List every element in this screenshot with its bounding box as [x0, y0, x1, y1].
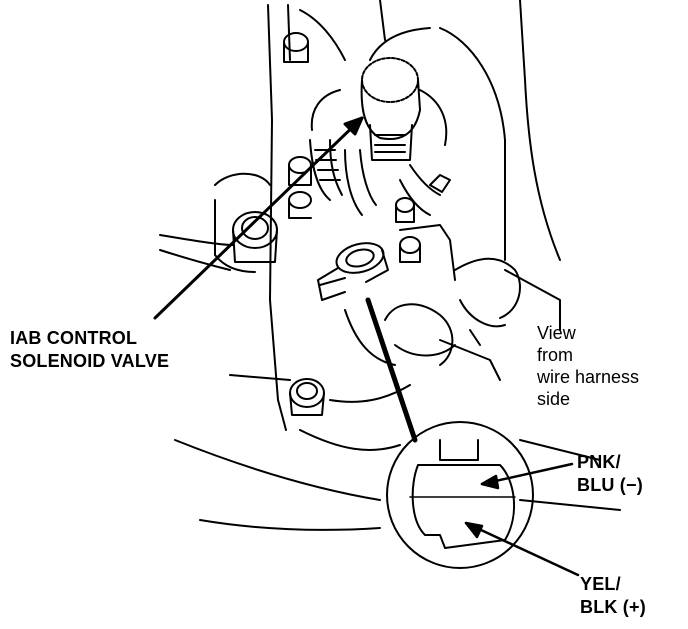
engine-outline-curves [159, 234, 621, 531]
terminal-neg-line1: PNK/ [577, 452, 621, 472]
solenoid-label-line1: IAB CONTROL [10, 328, 138, 348]
solenoid-valve-body [310, 57, 448, 161]
view-label-line4: side [537, 389, 571, 409]
pipe-right [399, 224, 561, 331]
bolt-large-left [214, 172, 278, 273]
solenoid-leader [153, 116, 364, 320]
terminal-view-circle [386, 421, 534, 569]
harness-connector [317, 242, 389, 301]
terminal-neg-label: PNK/ BLU (−) [577, 451, 643, 497]
bolt-mid-left [288, 156, 312, 219]
view-label-line2: from [537, 345, 573, 365]
view-label-line3: wire harness [537, 367, 640, 387]
arrow-pos-terminal [464, 521, 580, 577]
solenoid-label: IAB CONTROL SOLENOID VALVE [10, 327, 169, 373]
solenoid-label-line2: SOLENOID VALVE [10, 351, 170, 371]
arrow-neg-terminal [480, 462, 574, 490]
bolt-upper-left [283, 32, 309, 63]
manifold-structure [267, 0, 561, 431]
hose-assembly [309, 139, 451, 223]
terminal-pos-line2: BLK (+) [580, 597, 646, 617]
lower-flange [229, 303, 501, 451]
terminal-pos-label: YEL/ BLK (+) [580, 573, 646, 619]
view-label: View from wire harness side [537, 322, 639, 410]
harness-wire [365, 297, 418, 443]
terminal-pos-line1: YEL/ [580, 574, 621, 594]
view-label-line1: View [537, 323, 576, 343]
terminal-neg-line2: BLU (−) [577, 475, 643, 495]
